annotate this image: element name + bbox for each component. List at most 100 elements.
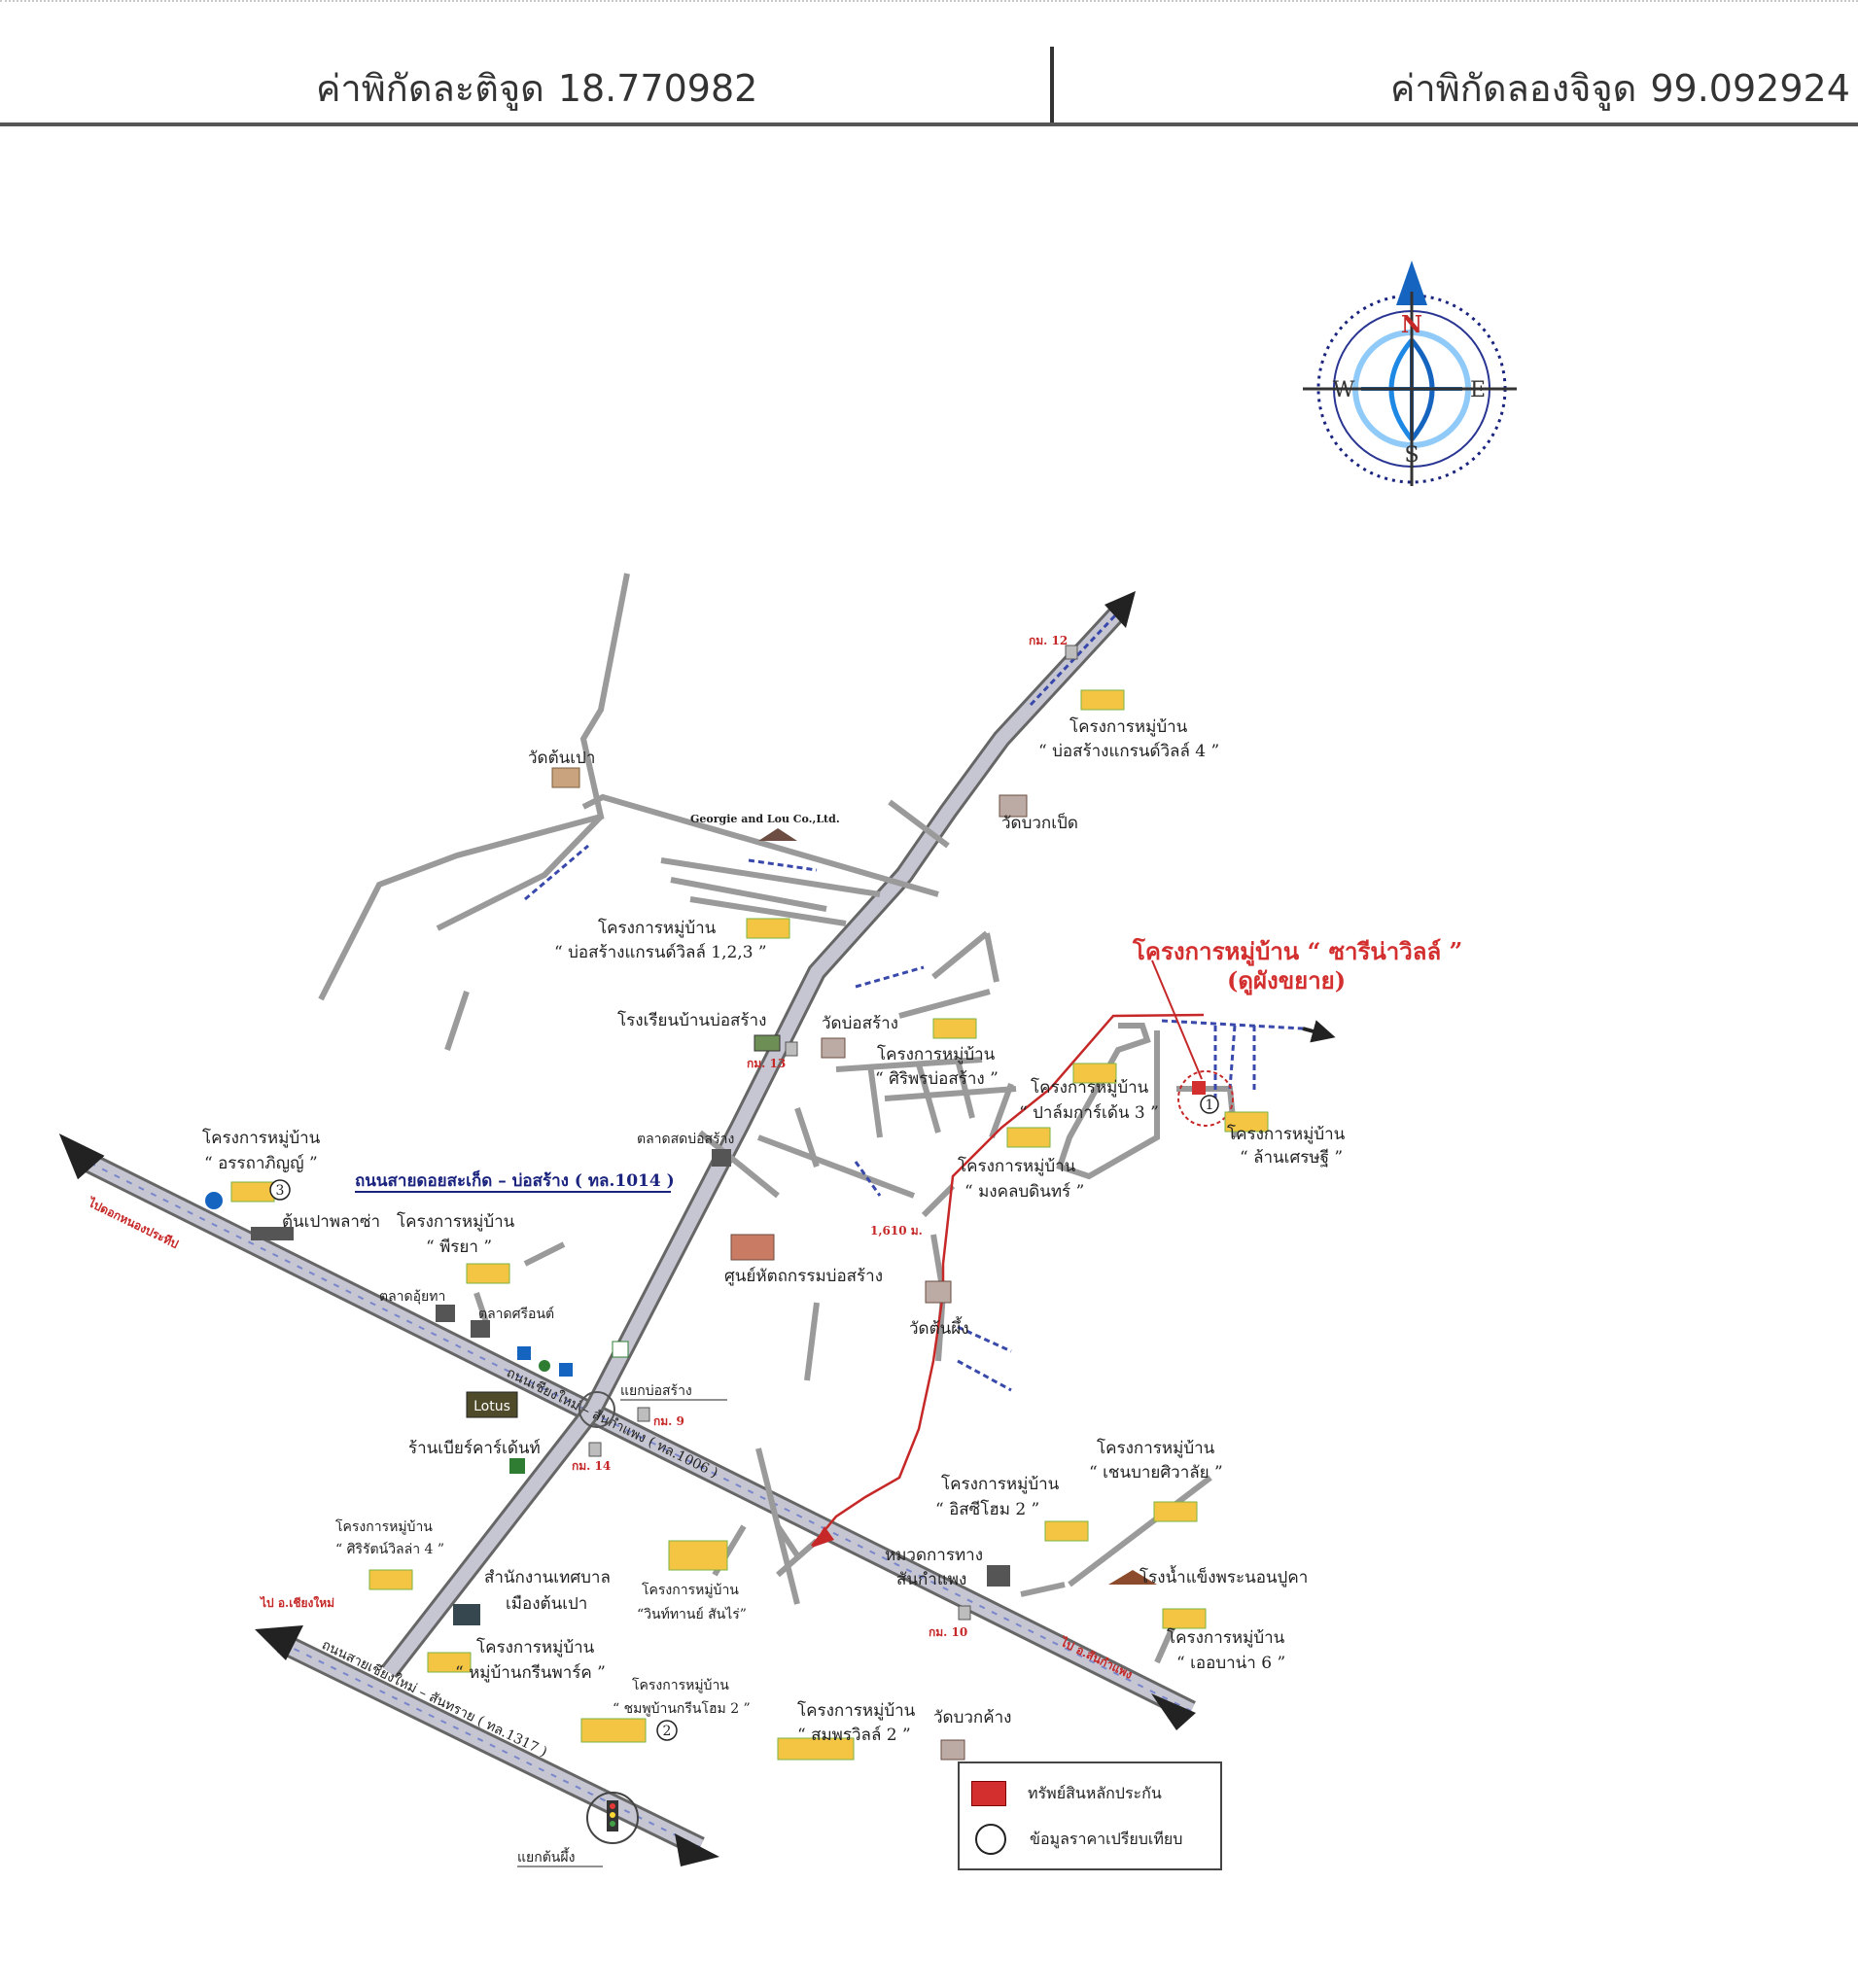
to-chiangmai-label: ไป อ.เชียงใหม่ <box>259 1595 334 1610</box>
label-proj-chienbai-b: “ เชนบายศิวาลัย ” <box>1089 1463 1223 1482</box>
label-market-srion: ตลาดศรีอนต์ <box>478 1306 554 1322</box>
label-craft-center: ศูนย์หัตถกรรมบ่อสร้าง <box>724 1267 883 1286</box>
legend-comparable-label: ข้อมูลราคาเปรียบเทียบ <box>1030 1829 1183 1848</box>
label-municipal-a: สำนักงานเทศบาล <box>484 1568 611 1587</box>
label-proj-siriporn-a: โครงการหมู่บ้าน <box>877 1044 996 1064</box>
label-wat-buak-kang: วัดบวกค้าง <box>933 1708 1011 1727</box>
label-market-ouitha: ตลาดอุ้ยทา <box>379 1289 445 1305</box>
label-tonpao-plaza: ต้นเปาพลาซ่า <box>282 1212 380 1232</box>
label-proj-mongkol-b: “ มงคลบดินทร์ ” <box>964 1182 1084 1202</box>
label-proj-green-b: “ หมู่บ้านกรีนพาร์ค ” <box>455 1663 606 1683</box>
compass-n: N <box>1401 310 1422 338</box>
label-proj-arunothai-a: โครงการหมู่บ้าน <box>202 1128 321 1148</box>
legend-comparable-row: ข้อมูลราคาเปรียบเทียบ <box>971 1824 1182 1855</box>
label-borsang-junction: แยกบ่อสร้าง <box>620 1383 692 1399</box>
label-proj-grand123-a: โครงการหมู่บ้าน <box>598 918 717 938</box>
compass-e: E <box>1470 378 1486 402</box>
label-proj-palm-a: โครงการหมู่บ้าน <box>1031 1077 1149 1098</box>
label-proj-chiang-a: โครงการหมู่บ้าน <box>632 1677 729 1693</box>
target-pointer <box>1151 959 1203 1080</box>
label-proj-grand4-a: โครงการหมู่บ้าน <box>1069 716 1188 737</box>
label-municipal-b: เมืองต้นเปา <box>506 1594 587 1614</box>
highway-chiangmai-sansai <box>255 1625 719 1866</box>
label-proj-isi-b: “ อิสซีโฮม 2 ” <box>935 1499 1039 1519</box>
target-title: โครงการหมู่บ้าน “ ซารีน่าวิลล์ ” <box>1132 937 1462 966</box>
longitude-label: ค่าพิกัดลองจิจูด <box>1390 67 1637 110</box>
coordinate-header: ค่าพิกัดละติจูด 18.770982 ค่าพิกัดลองจิจู… <box>0 0 1858 126</box>
label-highway-office-b: สันกำแพง <box>896 1570 966 1589</box>
latitude-value: 18.770982 <box>557 67 758 110</box>
km13-label: กม. 13 <box>747 1057 786 1070</box>
road-east-arrow <box>1302 1020 1336 1043</box>
label-proj-arunothai-b: “ อรรถาภิญญ์ ” <box>204 1154 318 1173</box>
longitude-value: 99.092924 <box>1650 67 1850 110</box>
label-georgie: Georgie and Lou Co.,Ltd. <box>690 813 840 825</box>
highway-tonpao-sankamphaeng <box>58 1134 1196 1730</box>
label-wat-buak-pet: วัดบวกเป็ด <box>1001 812 1078 833</box>
label-proj-samphan-a: โครงการหมู่บ้าน <box>797 1700 916 1721</box>
label-proj-siriporn-b: “ ศิริพรบ่อสร้าง ” <box>875 1069 999 1089</box>
label-proj-grand4-b: “ บ่อสร้างแกรนด์วิลล์ 4 ” <box>1038 742 1219 761</box>
km10-label: กม. 10 <box>929 1625 967 1639</box>
label-proj-mongkol-a: โครงการหมู่บ้าน <box>958 1156 1076 1176</box>
label-proj-piraya-b: “ พีรยา ” <box>426 1238 492 1257</box>
label-proj-piraya-a: โครงการหมู่บ้าน <box>397 1211 515 1232</box>
label-proj-lanna-a: โครงการหมู่บ้าน <box>1227 1124 1346 1144</box>
legend-asset-row: ทรัพย์สินหลักประกัน <box>971 1781 1162 1806</box>
compass-s: S <box>1404 443 1419 468</box>
label-proj-palm-b: “ ปาล์มการ์เด้น 3 ” <box>1019 1103 1159 1123</box>
latitude-readout: ค่าพิกัดละติจูด 18.770982 <box>316 58 757 118</box>
km9-label: กม. 9 <box>653 1414 684 1428</box>
target-number: 1 <box>1206 1098 1214 1113</box>
label-proj-samphan-b: “ สมพรวิลล์ 2 ” <box>797 1726 911 1745</box>
header-divider <box>1050 47 1054 124</box>
label-proj-winthai-b: “วินท์ทานย์ สันไร่” <box>637 1606 747 1622</box>
label-wat-ton-pueng: วัดต้นผึ้ง <box>909 1316 969 1339</box>
label-proj-green-a: โครงการหมู่บ้าน <box>476 1637 595 1657</box>
blue-lanes <box>524 844 1304 1392</box>
label-proj-eua-a: โครงการหมู่บ้าน <box>1167 1627 1285 1648</box>
label-proj-winthai-a: โครงการหมู่บ้าน <box>642 1582 739 1598</box>
label-proj-lanna-b: “ ล้านเศรษฐี ” <box>1240 1148 1343 1168</box>
label-proj-isi-a: โครงการหมู่บ้าน <box>941 1474 1060 1494</box>
label-proj-sirirat-b: “ ศิริรัตน์วิลล่า 4 ” <box>335 1541 444 1557</box>
lotus-text: Lotus <box>473 1399 510 1414</box>
comp-3-number: 3 <box>276 1183 285 1199</box>
label-ice-factory: โรงน้ำแข็งพระนอนปูคา <box>1139 1565 1308 1587</box>
place-labels: วัดต้นเปา Georgie and Lou Co.,Ltd. วัดบว… <box>202 716 1346 1867</box>
latitude-label: ค่าพิกัดละติจูด <box>316 67 544 110</box>
label-beer-center: ร้านเบียร์คาร์เด้นท์ <box>408 1439 541 1458</box>
highway-1014-borsang <box>381 591 1136 1679</box>
comp-2-number: 2 <box>663 1724 672 1739</box>
top-dotted-rule <box>0 0 1858 2</box>
north-arrow-icon <box>1396 261 1427 305</box>
header-rule <box>0 122 1858 126</box>
route-distance: 1,610 ม. <box>870 1224 923 1238</box>
legend-asset-swatch <box>971 1781 1006 1806</box>
label-school-borsang: โรงเรียนบ้านบ่อสร้าง <box>617 1010 766 1030</box>
legend-comparable-swatch <box>975 1824 1006 1855</box>
target-subtitle: (ดูผังขยาย) <box>1227 966 1346 995</box>
label-proj-eua-b: “ เออบาน่า 6 ” <box>1176 1654 1285 1673</box>
compass-w: W <box>1333 378 1355 402</box>
label-yaek-tonpao: แยกต้นผึ้ง <box>517 1847 575 1866</box>
label-market-borsang: ตลาดสดบ่อสร้าง <box>637 1132 734 1147</box>
target-marker[interactable]: 1 <box>1177 1070 1234 1127</box>
legend-asset-label: ทรัพย์สินหลักประกัน <box>1028 1783 1162 1802</box>
km12-label: กม. 12 <box>1029 634 1068 647</box>
km-markers: กม. 12 กม. 13 กม. 9 กม. 14 กม. 10 <box>572 634 1078 1639</box>
route-arrow-icon <box>812 1526 834 1548</box>
label-wat-borsang: วัดบ่อสร้าง <box>822 1014 898 1033</box>
location-map[interactable]: N S E W <box>0 136 1858 1988</box>
label-proj-chienbai-a: โครงการหมู่บ้าน <box>1097 1438 1215 1458</box>
label-highway-office-a: หมวดการทาง <box>885 1546 983 1565</box>
road-1014-label: ถนนสายดอยสะเก็ด – บ่อสร้าง ( ทล.1014 ) <box>355 1168 675 1191</box>
label-proj-chiang-b: “ ชมพูบ้านกรีนโฮม 2 ” <box>613 1700 751 1717</box>
place-icons: Lotus <box>205 689 1269 1844</box>
label-wat-ton-pao: วัดต้นเปา <box>528 749 595 768</box>
km14-label: กม. 14 <box>572 1459 611 1473</box>
longitude-readout: ค่าพิกัดลองจิจูด 99.092924 <box>1390 58 1850 118</box>
map-legend: ทรัพย์สินหลักประกัน ข้อมูลราคาเปรียบเทีย… <box>958 1761 1222 1870</box>
label-proj-sirirat-a: โครงการหมู่บ้าน <box>335 1518 433 1535</box>
compass-rose: N S E W <box>1303 261 1517 486</box>
